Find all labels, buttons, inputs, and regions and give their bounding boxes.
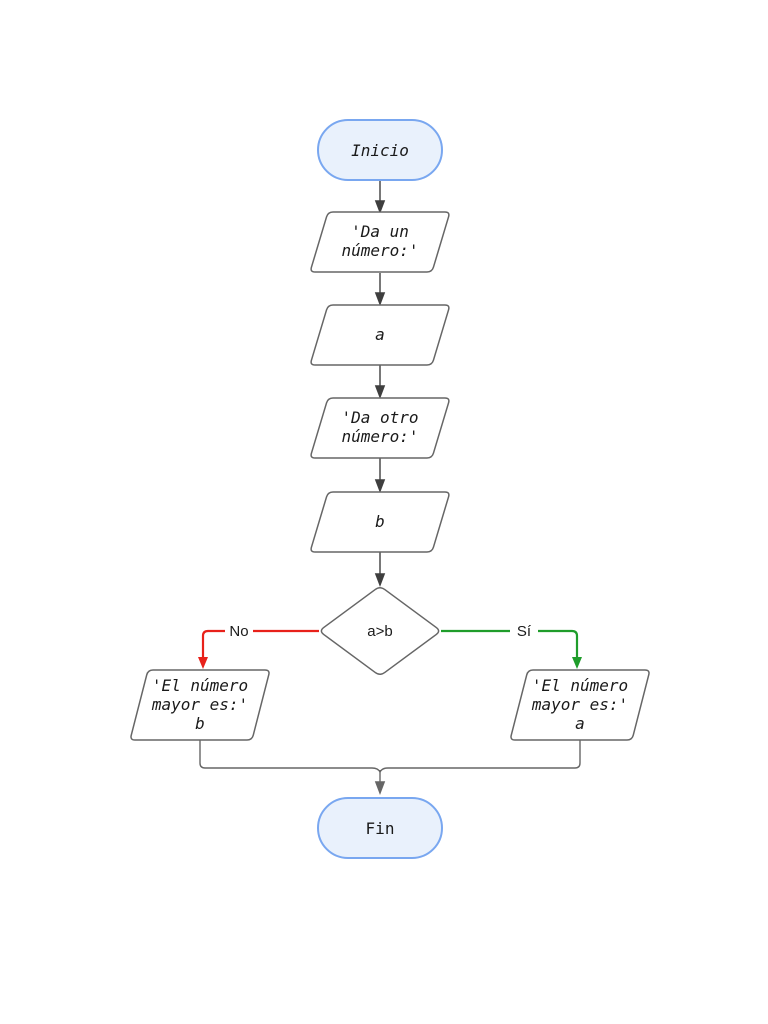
prompt1-line1: 'Da un bbox=[351, 222, 409, 241]
result-b-line3: b bbox=[195, 714, 205, 733]
arrowhead-input-a bbox=[374, 292, 386, 306]
yes-label-group: Sí bbox=[510, 622, 538, 640]
result-b-line2: mayor es:' bbox=[151, 695, 248, 714]
input-b-node: b bbox=[310, 491, 450, 553]
end-label: Fin bbox=[366, 819, 395, 838]
yes-edge-arrowhead bbox=[572, 657, 582, 669]
arrowhead-input-b bbox=[374, 479, 386, 493]
decision-label: a>b bbox=[367, 623, 392, 640]
prompt2-parallelogram bbox=[310, 397, 450, 459]
prompt2-line1: 'Da otro bbox=[341, 408, 418, 427]
result-a-line1: 'El número bbox=[532, 676, 628, 695]
no-label-bg bbox=[225, 622, 253, 639]
result-b-line1: 'El número bbox=[152, 676, 248, 695]
input-a-label: a bbox=[375, 325, 385, 344]
arrowhead-decision bbox=[374, 573, 386, 587]
merge-connectors bbox=[199, 740, 581, 795]
input-b-parallelogram bbox=[310, 491, 450, 553]
yes-label-bg bbox=[510, 622, 538, 639]
result-a-node: 'El número mayor es:' a bbox=[510, 669, 650, 741]
arrowhead-prompt1 bbox=[374, 200, 386, 214]
merge-right-connector bbox=[379, 740, 581, 773]
no-label-group: No bbox=[225, 622, 253, 640]
start-terminator-shape bbox=[317, 119, 443, 181]
input-a-node: a bbox=[310, 304, 450, 366]
prompt2-line2: número:' bbox=[341, 427, 418, 446]
result-a-parallelogram bbox=[510, 669, 650, 741]
yes-edge bbox=[441, 629, 582, 669]
prompt2-node: 'Da otro número:' bbox=[310, 397, 450, 459]
merge-left-connector bbox=[199, 740, 381, 773]
no-label: No bbox=[229, 623, 248, 640]
no-edge-line bbox=[201, 629, 319, 658]
input-a-parallelogram bbox=[310, 304, 450, 366]
result-b-parallelogram bbox=[130, 669, 270, 741]
flow-connectors bbox=[374, 181, 386, 587]
end-terminator-shape bbox=[317, 797, 443, 859]
decision-node: a>b bbox=[320, 587, 440, 675]
input-b-label: b bbox=[375, 512, 385, 531]
result-a-line2: mayor es:' bbox=[531, 695, 628, 714]
prompt1-line2: número:' bbox=[341, 241, 418, 260]
yes-edge-line bbox=[441, 629, 579, 658]
decision-diamond bbox=[320, 587, 440, 675]
start-label: Inicio bbox=[351, 141, 409, 160]
prompt1-parallelogram bbox=[310, 211, 450, 273]
result-b-node: 'El número mayor es:' b bbox=[130, 669, 270, 741]
yes-label: Sí bbox=[517, 623, 532, 640]
result-a-line3: a bbox=[575, 714, 585, 733]
arrowhead-end bbox=[374, 781, 386, 795]
start-node: Inicio bbox=[317, 119, 443, 181]
end-node: Fin bbox=[317, 797, 443, 859]
no-edge-arrowhead bbox=[198, 657, 208, 669]
no-edge bbox=[198, 629, 319, 669]
arrowhead-prompt2 bbox=[374, 385, 386, 399]
prompt1-node: 'Da un número:' bbox=[310, 211, 450, 273]
